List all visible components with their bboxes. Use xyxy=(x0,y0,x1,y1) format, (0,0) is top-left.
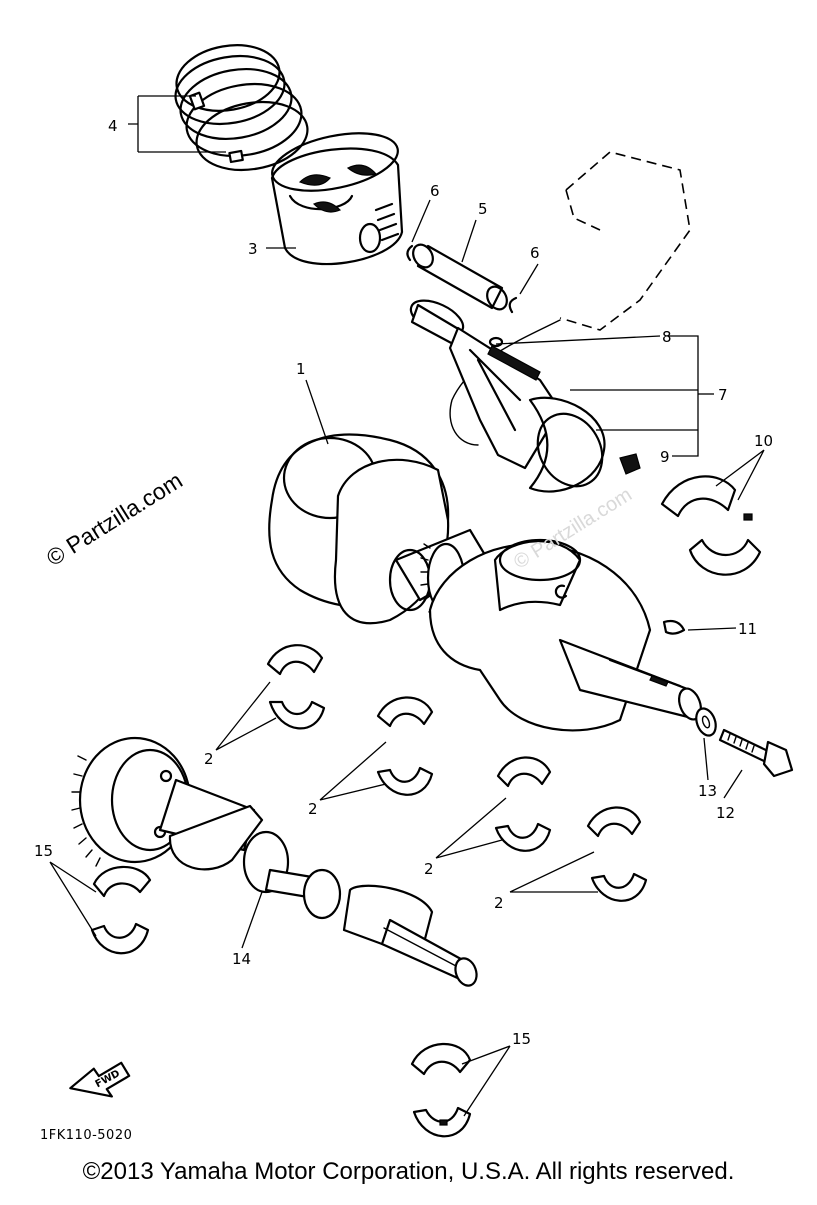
callout-2b: 2 xyxy=(308,800,318,818)
callout-12: 12 xyxy=(716,804,735,822)
woodruff-key xyxy=(662,619,686,635)
callout-14: 14 xyxy=(232,950,251,968)
callout-11: 11 xyxy=(738,620,757,638)
callout-10: 10 xyxy=(754,432,773,450)
crankshaft xyxy=(268,433,702,732)
callout-4: 4 xyxy=(108,117,118,135)
leader-lines xyxy=(49,95,765,1117)
callout-2a: 2 xyxy=(204,750,214,768)
connecting-rod xyxy=(409,151,691,493)
callout-7: 7 xyxy=(718,386,728,404)
callout-2c: 2 xyxy=(424,860,434,878)
callout-3: 3 xyxy=(248,240,258,258)
callout-9: 9 xyxy=(660,448,670,466)
diagram-code: 1FK110-5020 xyxy=(40,1128,133,1143)
callout-8: 8 xyxy=(662,328,672,346)
forward-direction-arrow: FWD xyxy=(69,1061,131,1098)
callout-5: 5 xyxy=(478,200,488,218)
callout-13: 13 xyxy=(698,782,717,800)
callout-15b: 15 xyxy=(512,1030,531,1048)
callout-6b: 6 xyxy=(530,244,540,262)
main-bearings xyxy=(266,644,648,902)
crank-bolt xyxy=(718,728,794,778)
callout-labels: 1 2 2 2 2 3 4 5 6 6 7 8 9 10 11 12 13 14… xyxy=(34,117,773,1048)
callout-15a: 15 xyxy=(34,842,53,860)
copyright-footer: ©2013 Yamaha Motor Corporation, U.S.A. A… xyxy=(82,1158,735,1185)
callout-2d: 2 xyxy=(494,894,504,912)
balancer-bearings xyxy=(90,865,472,1138)
piston-rings xyxy=(174,44,309,172)
callout-6a: 6 xyxy=(430,182,440,200)
conrod-bearings xyxy=(660,475,762,576)
piston xyxy=(270,132,404,266)
piston-pin-and-clips xyxy=(406,243,518,314)
balancer-shaft xyxy=(71,736,478,987)
washer xyxy=(695,707,717,737)
callout-1: 1 xyxy=(296,360,306,378)
